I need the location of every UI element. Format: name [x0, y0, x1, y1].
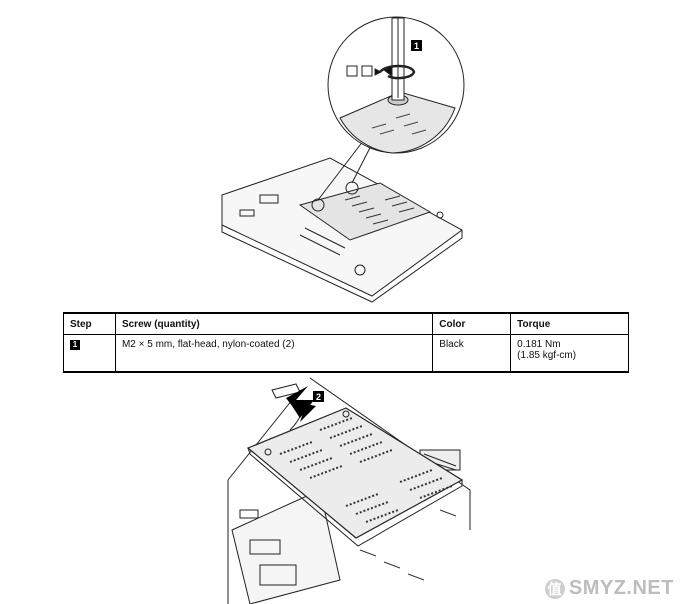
cover-removal-illustration: 2 [0, 370, 680, 604]
laptop-bottom-drawing: 1 [221, 16, 465, 303]
header-torque: Torque [510, 312, 629, 335]
laptop-bottom-screw-illustration: 1 [221, 16, 465, 303]
watermark-text: SMYZ.NET [568, 577, 674, 599]
cell-color: Black [432, 334, 512, 373]
header-color: Color [432, 312, 512, 335]
cover-removal-drawing: 2 [227, 377, 471, 604]
header-step: Step [63, 312, 116, 335]
callout-label-1: 1 [414, 41, 419, 51]
screw-spec-table: Step Screw (quantity) Color Torque 1 M2 … [63, 312, 629, 373]
header-screw: Screw (quantity) [114, 312, 434, 335]
watermark: 值 SMYZ.NET [544, 577, 674, 600]
cell-screw: M2 × 5 mm, flat-head, nylon-coated (2) [114, 334, 434, 373]
cell-torque: 0.181 Nm (1.85 kgf-cm) [510, 334, 629, 373]
callout-box-1 [411, 40, 422, 51]
step-number-badge: 1 [70, 340, 80, 350]
callout-label-2: 2 [316, 392, 321, 402]
cell-step: 1 [63, 334, 116, 373]
table-row: 1 M2 × 5 mm, flat-head, nylon-coated (2)… [63, 334, 629, 373]
table-header-row: Step Screw (quantity) Color Torque [63, 312, 629, 335]
lift-arrow-icon [286, 386, 314, 418]
torque-nm: 0.181 Nm [517, 339, 561, 350]
watermark-logo-icon: 值 [544, 578, 565, 599]
callout-box-2 [313, 391, 324, 402]
torque-kgf: (1.85 kgf-cm) [517, 350, 577, 361]
